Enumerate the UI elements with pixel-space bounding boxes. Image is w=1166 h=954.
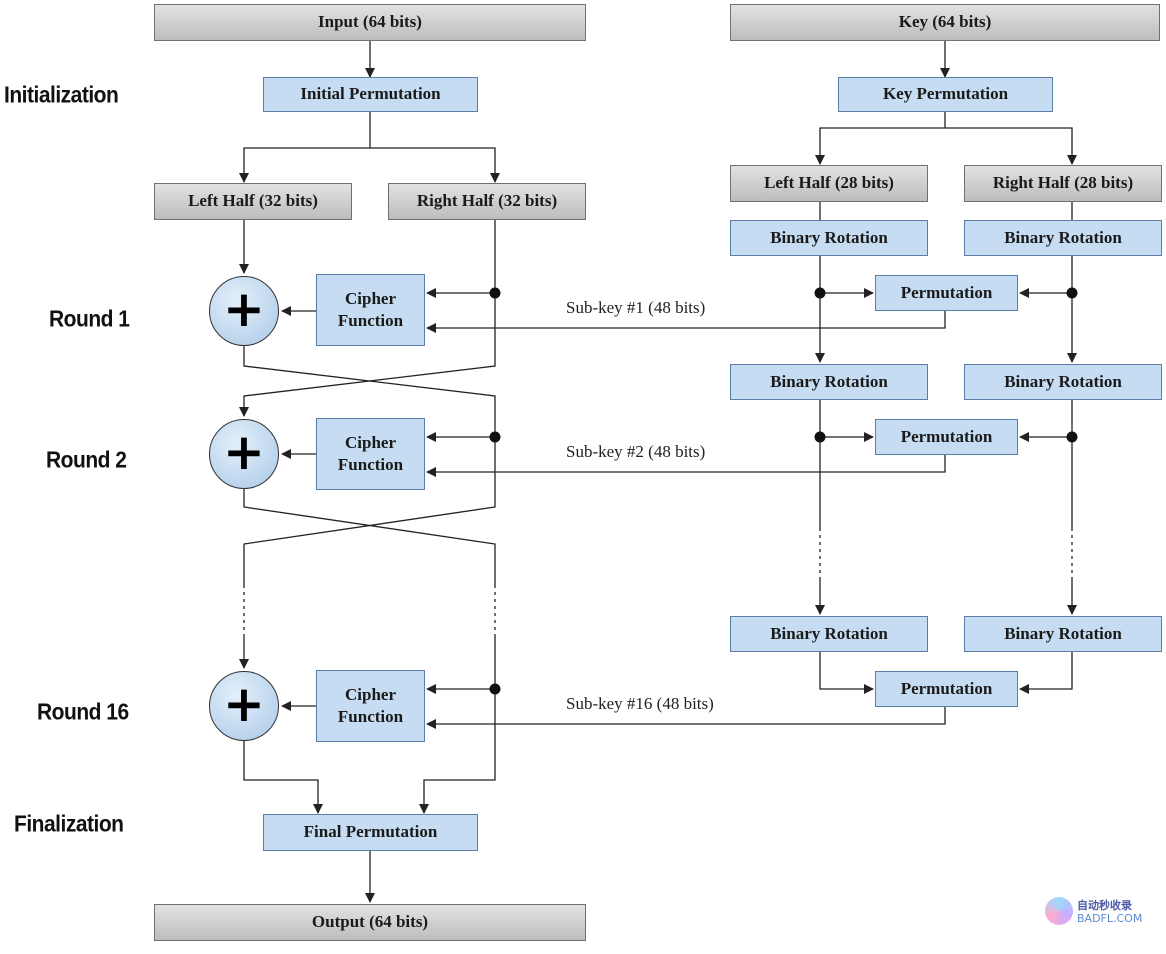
cipher-function-round-1: Cipher Function — [316, 274, 425, 346]
output-box: Output (64 bits) — [154, 904, 586, 941]
xor-symbol: + — [223, 675, 265, 733]
subkey-2-label: Sub-key #2 (48 bits) — [566, 442, 706, 461]
key-left-half-box: Left Half (28 bits) — [730, 165, 928, 202]
binary-rotation-right-2: Binary Rotation — [964, 364, 1162, 400]
binary-rotation-right-16: Binary Rotation — [964, 616, 1162, 652]
label-finalization: Finalization — [14, 812, 124, 837]
initial-permutation-box: Initial Permutation — [263, 77, 478, 112]
input-box: Input (64 bits) — [154, 4, 586, 41]
subkey-1-label: Sub-key #1 (48 bits) — [566, 298, 706, 317]
data-right-half-box: Right Half (32 bits) — [388, 183, 586, 220]
key-permutation-box: Key Permutation — [838, 77, 1053, 112]
xor-round-16-icon: + — [209, 671, 279, 741]
binary-rotation-right-1: Binary Rotation — [964, 220, 1162, 256]
label-round-2: Round 2 — [46, 448, 127, 473]
xor-symbol: + — [223, 423, 265, 481]
binary-rotation-left-1: Binary Rotation — [730, 220, 928, 256]
key-right-half-box: Right Half (28 bits) — [964, 165, 1162, 202]
watermark-line-2: BADFL.COM — [1077, 912, 1143, 925]
cipher-function-round-2: Cipher Function — [316, 418, 425, 490]
label-initialization: Initialization — [4, 83, 119, 108]
cipher-function-round-16: Cipher Function — [316, 670, 425, 742]
label-round-1: Round 1 — [49, 307, 130, 332]
binary-rotation-left-16: Binary Rotation — [730, 616, 928, 652]
label-round-16: Round 16 — [37, 700, 129, 725]
xor-symbol: + — [223, 280, 265, 338]
key-permutation-round-16: Permutation — [875, 671, 1018, 707]
data-left-half-box: Left Half (32 bits) — [154, 183, 352, 220]
key-permutation-round-1: Permutation — [875, 275, 1018, 311]
final-permutation-box: Final Permutation — [263, 814, 478, 851]
key-permutation-round-2: Permutation — [875, 419, 1018, 455]
key-box: Key (64 bits) — [730, 4, 1160, 41]
watermark-line-1: 自动秒收录 — [1077, 899, 1132, 912]
xor-round-2-icon: + — [209, 419, 279, 489]
watermark-logo-icon — [1045, 897, 1073, 925]
subkey-16-label: Sub-key #16 (48 bits) — [566, 694, 714, 713]
binary-rotation-left-2: Binary Rotation — [730, 364, 928, 400]
xor-round-1-icon: + — [209, 276, 279, 346]
